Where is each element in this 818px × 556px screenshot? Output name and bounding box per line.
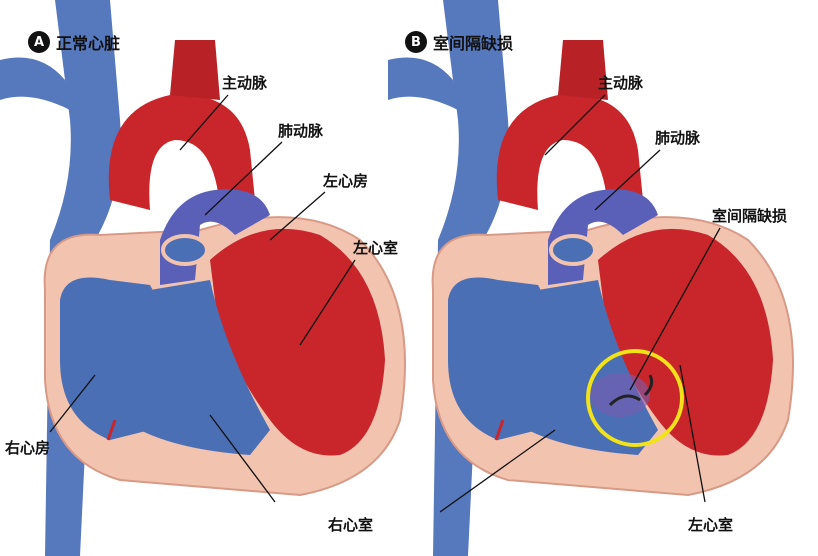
panel-a-badge: A bbox=[28, 31, 50, 53]
shunt-arrow-icon bbox=[643, 374, 654, 397]
label-pulmonary-artery-a: 肺动脉 bbox=[278, 122, 324, 140]
defect-highlight-circle bbox=[586, 349, 684, 447]
panel-b-title: B 室间隔缺损 bbox=[405, 30, 513, 54]
normal-heart-drawing bbox=[0, 0, 407, 556]
shunt-mixing bbox=[590, 373, 650, 417]
label-left-ventricle-a: 左心室 bbox=[353, 239, 399, 257]
label-left-atrium-a: 左心房 bbox=[323, 172, 369, 190]
label-left-ventricle-b: 左心室 bbox=[688, 516, 734, 534]
vsd-heart-drawing bbox=[386, 0, 795, 556]
leader-lines bbox=[49, 94, 721, 513]
label-aorta-a: 主动脉 bbox=[222, 74, 268, 92]
label-right-atrium-a: 右心房 bbox=[5, 439, 51, 457]
panel-b-badge: B bbox=[405, 31, 427, 53]
label-vsd-b: 室间隔缺损 bbox=[712, 207, 788, 225]
label-aorta-b: 主动脉 bbox=[598, 74, 644, 92]
label-right-ventricle-a: 右心室 bbox=[328, 516, 374, 534]
label-pulmonary-artery-b: 肺动脉 bbox=[655, 129, 701, 147]
panel-a-title-text: 正常心脏 bbox=[56, 34, 121, 53]
panel-b-title-text: 室间隔缺损 bbox=[433, 34, 514, 53]
panel-a-title: A 正常心脏 bbox=[28, 30, 120, 54]
shunt-arrow-icon bbox=[608, 394, 641, 407]
